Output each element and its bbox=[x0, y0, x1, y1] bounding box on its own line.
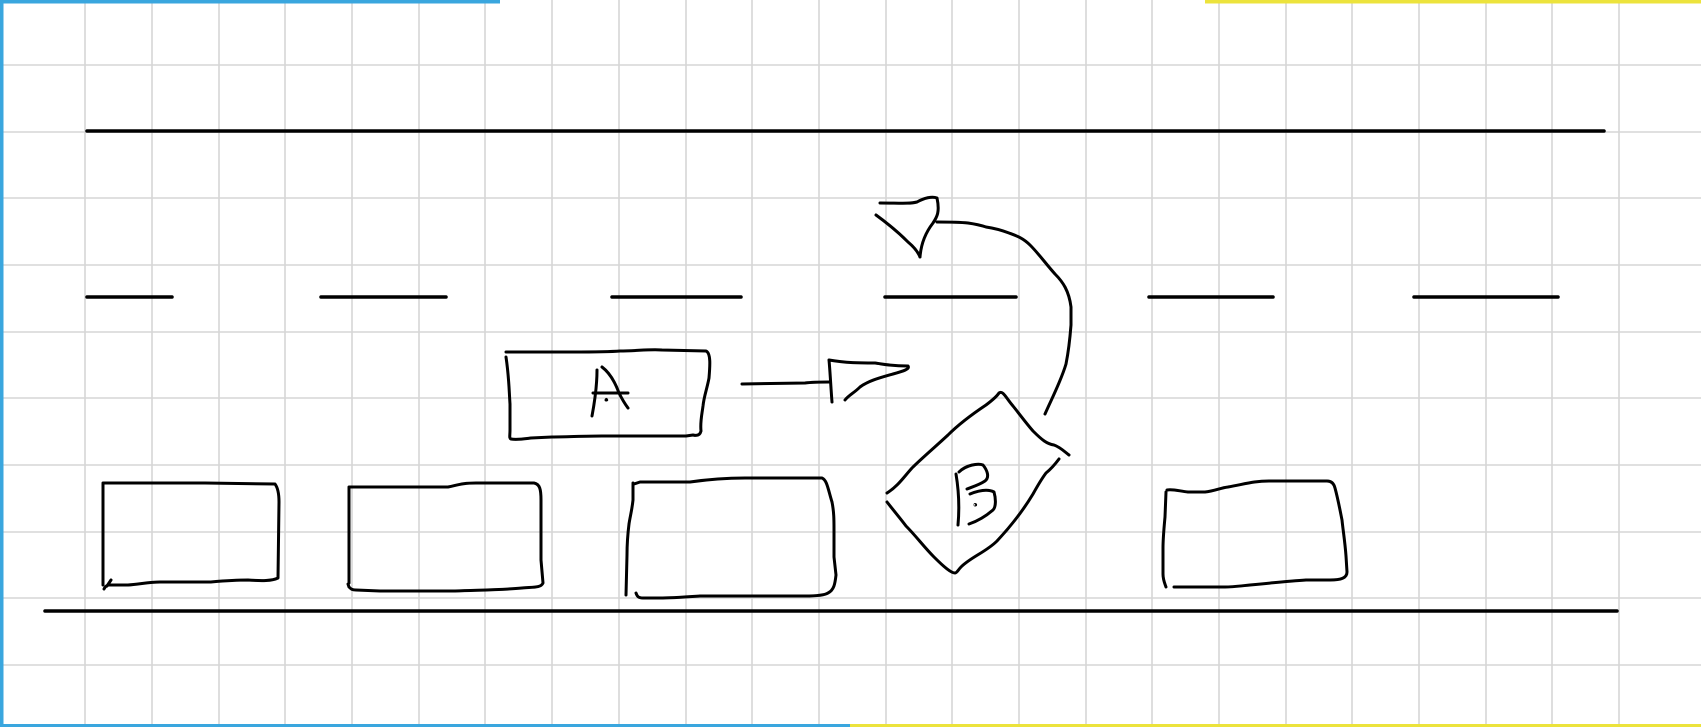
parked-car-1 bbox=[101, 481, 281, 591]
u-turn-arrow bbox=[874, 195, 1073, 416]
parked-cars bbox=[101, 476, 1349, 600]
car-a-label: A bbox=[606, 398, 607, 401]
car-a-letter-glyph bbox=[590, 365, 630, 418]
car-b-label: B bbox=[975, 504, 976, 506]
parked-car-4 bbox=[1161, 479, 1349, 589]
parked-car-3 bbox=[624, 476, 838, 600]
road bbox=[43, 129, 1619, 613]
car-a-body bbox=[504, 348, 712, 441]
parked-car-2 bbox=[346, 481, 545, 593]
car-b: B bbox=[874, 195, 1073, 575]
car-b-body bbox=[885, 390, 1071, 575]
car-a: A bbox=[504, 348, 910, 441]
straight-arrow bbox=[740, 358, 910, 404]
car-b-letter-glyph bbox=[954, 462, 997, 527]
